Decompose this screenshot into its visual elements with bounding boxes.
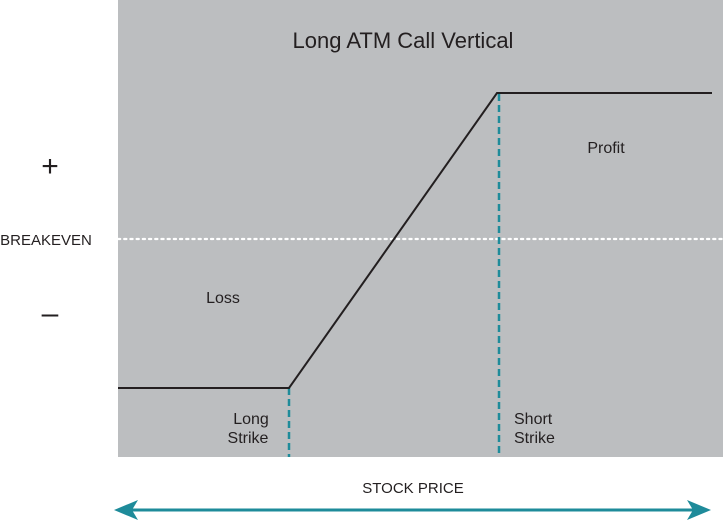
payoff-line [118,92,712,389]
breakeven-label: BREAKEVEN [0,232,92,249]
profit-label: Profit [587,140,625,157]
loss-label: Loss [206,290,240,307]
long-strike-label-line1: Long [233,411,269,428]
arrow-left-head [114,500,138,520]
stock-price-label: STOCK PRICE [362,480,463,497]
long-strike-label-line2: Strike [228,430,269,447]
plus-sign: + [41,150,59,183]
arrow-right-head [687,500,711,520]
plot-area [118,0,723,457]
minus-sign: – [42,297,59,330]
short-strike-label-line1: Short [514,411,553,428]
diagram-title: Long ATM Call Vertical [293,28,514,53]
short-strike-label-line2: Strike [514,430,555,447]
stock-price-arrow [114,500,711,520]
